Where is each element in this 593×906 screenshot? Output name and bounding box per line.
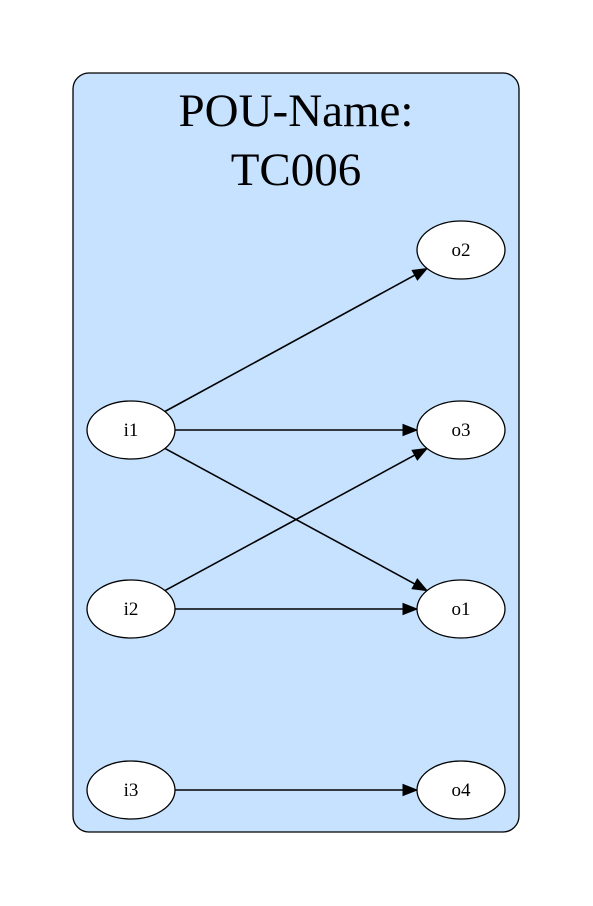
node-ellipse xyxy=(416,400,506,460)
cluster-box xyxy=(72,72,520,833)
edge-i1-o2 xyxy=(164,267,429,413)
node-ellipse xyxy=(416,760,506,820)
node-layer: o2 i1 o3 i2 o1 i3 o4 xyxy=(86,220,506,820)
edge-i3-o4 xyxy=(175,783,419,797)
pou-cluster: POU-Name: TC006 xyxy=(72,72,520,833)
node-ellipse xyxy=(86,760,176,820)
node-i1: i1 xyxy=(86,400,176,460)
node-label: i1 xyxy=(124,420,139,441)
node-ellipse xyxy=(86,400,176,460)
node-i3: i3 xyxy=(86,760,176,820)
cluster-title-line1: POU-Name: xyxy=(179,85,414,137)
node-label: o4 xyxy=(452,780,472,801)
edge-line xyxy=(164,447,416,585)
arrowhead-icon xyxy=(402,602,419,616)
node-o4: o4 xyxy=(416,760,506,820)
node-label: o1 xyxy=(452,599,471,620)
node-label: o3 xyxy=(452,420,471,441)
arrowhead-icon xyxy=(411,578,429,592)
edge-layer xyxy=(164,267,429,797)
node-o2: o2 xyxy=(416,220,506,280)
node-label: o2 xyxy=(452,240,471,261)
node-label: i3 xyxy=(124,780,139,801)
node-i2: i2 xyxy=(86,579,176,639)
node-ellipse xyxy=(416,220,506,280)
node-ellipse xyxy=(416,579,506,639)
node-o1: o1 xyxy=(416,579,506,639)
cluster-title-line2: TC006 xyxy=(231,144,362,196)
node-label: i2 xyxy=(124,599,139,620)
arrowhead-icon xyxy=(402,783,419,797)
node-ellipse xyxy=(86,579,176,639)
arrowhead-icon xyxy=(411,447,429,461)
edge-i2-o1 xyxy=(175,602,419,616)
node-o3: o3 xyxy=(416,400,506,460)
edge-line xyxy=(164,454,416,592)
arrowhead-icon xyxy=(411,267,429,281)
edge-i1-o3 xyxy=(175,423,419,437)
edge-i1-o1 xyxy=(164,447,429,592)
arrowhead-icon xyxy=(402,423,419,437)
edge-line xyxy=(164,274,416,413)
edge-i2-o3 xyxy=(164,447,429,592)
